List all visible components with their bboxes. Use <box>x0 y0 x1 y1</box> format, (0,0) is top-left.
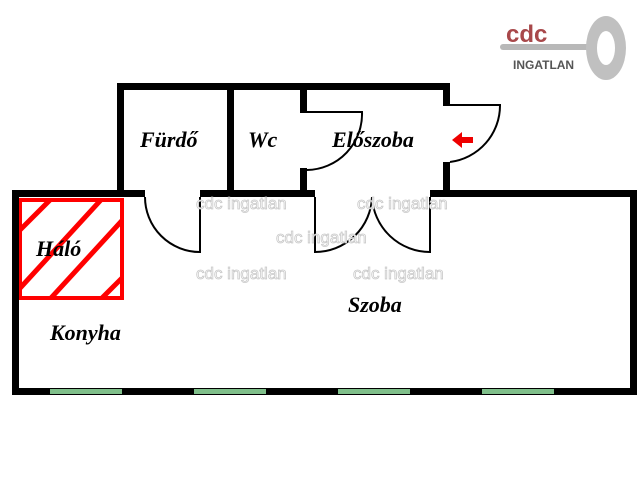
room-label-halo: Háló <box>35 236 81 261</box>
wc-door <box>306 111 364 171</box>
watermark: cdc ingatlan <box>196 264 287 283</box>
szoba-door-right <box>371 196 431 254</box>
walls <box>12 83 637 395</box>
windows <box>50 389 554 394</box>
watermark: cdc ingatlan <box>276 228 367 247</box>
room-label-konyha: Konyha <box>49 320 121 345</box>
szoba-door-left <box>314 196 373 254</box>
room-label-wc: Wc <box>248 127 278 152</box>
room-label-eloszoba: Előszoba <box>331 127 414 152</box>
watermark: cdc ingatlan <box>357 194 448 213</box>
watermark: cdc ingatlan <box>196 194 287 213</box>
logo-sub: INGATLAN <box>513 58 574 72</box>
doors <box>144 104 502 254</box>
entrance-door <box>449 104 502 163</box>
room-label-szoba: Szoba <box>348 292 402 317</box>
logo: cdc INGATLAN <box>500 16 626 80</box>
entrance-arrow-icon <box>452 132 473 148</box>
furdo-door <box>144 196 201 254</box>
logo-brand: cdc <box>506 21 547 48</box>
watermark: cdc ingatlan <box>353 264 444 283</box>
room-label-furdo: Fürdő <box>139 127 199 152</box>
